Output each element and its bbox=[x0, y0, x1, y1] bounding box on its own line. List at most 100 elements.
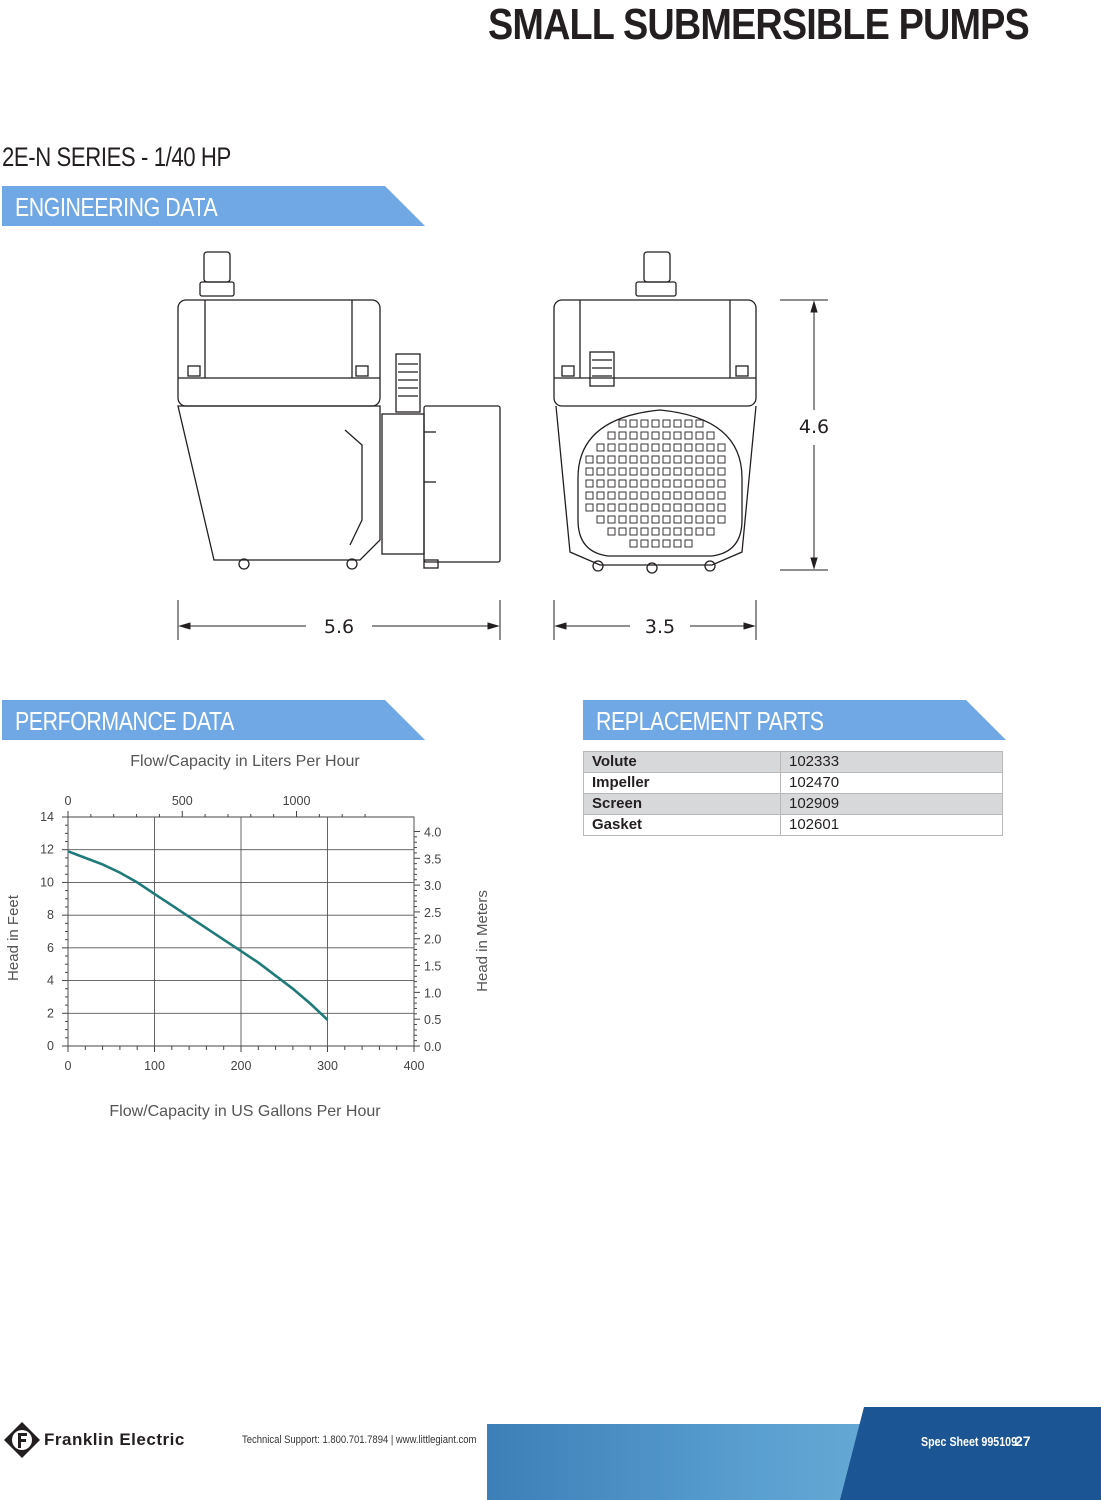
screen-hole bbox=[717, 479, 726, 488]
y-tick-label: 14 bbox=[40, 810, 54, 824]
screen-hole bbox=[640, 443, 649, 452]
top-axis-title: Flow/Capacity in Liters Per Hour bbox=[130, 753, 360, 770]
footer-dark-panel bbox=[840, 1407, 1101, 1500]
y2-tick-label: 1.0 bbox=[424, 986, 441, 1000]
y-tick-label: 12 bbox=[40, 843, 54, 857]
screen-hole bbox=[607, 467, 616, 476]
screen-hole bbox=[629, 515, 638, 524]
series-title: 2E-N SERIES - 1/40 HP bbox=[2, 142, 231, 172]
screen-hole bbox=[640, 479, 649, 488]
screen-hole bbox=[706, 527, 715, 536]
screen-hole bbox=[585, 455, 594, 464]
screen-hole bbox=[673, 515, 682, 524]
x-axis-title: Flow/Capacity in US Gallons Per Hour bbox=[109, 1103, 381, 1120]
x-tick-label: 300 bbox=[317, 1059, 338, 1073]
screen-hole bbox=[662, 419, 671, 428]
screen-hole bbox=[662, 467, 671, 476]
performance-data-label: PERFORMANCE DATA bbox=[15, 706, 234, 736]
x-tick-label: 0 bbox=[65, 1059, 72, 1073]
screen-hole bbox=[662, 527, 671, 536]
screen-hole bbox=[673, 431, 682, 440]
screen-hole bbox=[695, 431, 704, 440]
screen-hole bbox=[673, 503, 682, 512]
pump-curve-line bbox=[67, 850, 329, 1021]
screen-hole bbox=[706, 503, 715, 512]
pump-side-view bbox=[177, 251, 501, 570]
screen-hole bbox=[695, 503, 704, 512]
pump-screen-grid bbox=[585, 419, 726, 548]
screen-hole bbox=[662, 455, 671, 464]
screen-hole bbox=[607, 527, 616, 536]
screen-hole bbox=[640, 539, 649, 548]
screen-hole bbox=[717, 467, 726, 476]
screen-hole bbox=[651, 527, 660, 536]
page-title: SMALL SUBMERSIBLE PUMPS bbox=[488, 0, 1030, 49]
screen-hole bbox=[662, 431, 671, 440]
engineering-data-banner: ENGINEERING DATA bbox=[2, 186, 425, 226]
y-tick-label: 10 bbox=[40, 875, 54, 889]
y2-tick-label: 1.5 bbox=[424, 960, 441, 974]
top-tick-label: 500 bbox=[172, 794, 193, 808]
screen-hole bbox=[695, 455, 704, 464]
y-tick-label: 8 bbox=[47, 908, 54, 922]
screen-hole bbox=[618, 455, 627, 464]
footer-contact: Technical Support: 1.800.701.7894 | www.… bbox=[242, 1434, 477, 1446]
screen-hole bbox=[618, 503, 627, 512]
dimension-height: 4.6 bbox=[799, 416, 829, 438]
screen-hole bbox=[596, 515, 605, 524]
screen-hole bbox=[684, 491, 693, 500]
y2-axis-title: Head in Meters bbox=[474, 890, 491, 992]
screen-hole bbox=[629, 467, 638, 476]
screen-hole bbox=[618, 431, 627, 440]
part-name: Screen bbox=[583, 793, 781, 815]
screen-hole bbox=[695, 419, 704, 428]
footer-brand: Franklin Electric bbox=[44, 1430, 185, 1449]
screen-hole bbox=[717, 455, 726, 464]
engineering-drawing: 5.6 3.5 4.6 bbox=[177, 251, 829, 640]
screen-hole bbox=[607, 455, 616, 464]
screen-hole bbox=[629, 479, 638, 488]
screen-hole bbox=[607, 443, 616, 452]
screen-hole bbox=[695, 443, 704, 452]
screen-hole bbox=[640, 431, 649, 440]
screen-hole bbox=[684, 455, 693, 464]
screen-hole bbox=[662, 479, 671, 488]
screen-hole bbox=[673, 443, 682, 452]
screen-hole bbox=[629, 539, 638, 548]
x-tick-label: 100 bbox=[144, 1059, 165, 1073]
part-name: Impeller bbox=[583, 772, 781, 794]
screen-hole bbox=[629, 431, 638, 440]
screen-hole bbox=[673, 467, 682, 476]
screen-hole bbox=[651, 539, 660, 548]
screen-hole bbox=[640, 515, 649, 524]
screen-hole bbox=[706, 479, 715, 488]
y-tick-label: 0 bbox=[47, 1039, 54, 1053]
screen-hole bbox=[585, 479, 594, 488]
performance-data-banner: PERFORMANCE DATA bbox=[2, 700, 425, 740]
screen-hole bbox=[673, 527, 682, 536]
screen-hole bbox=[684, 527, 693, 536]
replacement-parts-label: REPLACEMENT PARTS bbox=[596, 706, 824, 736]
engineering-data-label: ENGINEERING DATA bbox=[15, 192, 218, 222]
screen-hole bbox=[717, 515, 726, 524]
screen-hole bbox=[717, 443, 726, 452]
screen-hole bbox=[596, 467, 605, 476]
screen-hole bbox=[662, 539, 671, 548]
pump-front-view bbox=[553, 251, 757, 574]
part-name: Volute bbox=[583, 751, 781, 773]
screen-hole bbox=[706, 455, 715, 464]
screen-hole bbox=[596, 491, 605, 500]
screen-hole bbox=[629, 443, 638, 452]
screen-hole bbox=[662, 443, 671, 452]
screen-hole bbox=[684, 539, 693, 548]
screen-hole bbox=[640, 503, 649, 512]
screen-hole bbox=[629, 419, 638, 428]
screen-hole bbox=[706, 431, 715, 440]
part-number: 102470 bbox=[780, 772, 1003, 794]
screen-hole bbox=[695, 527, 704, 536]
screen-hole bbox=[684, 515, 693, 524]
